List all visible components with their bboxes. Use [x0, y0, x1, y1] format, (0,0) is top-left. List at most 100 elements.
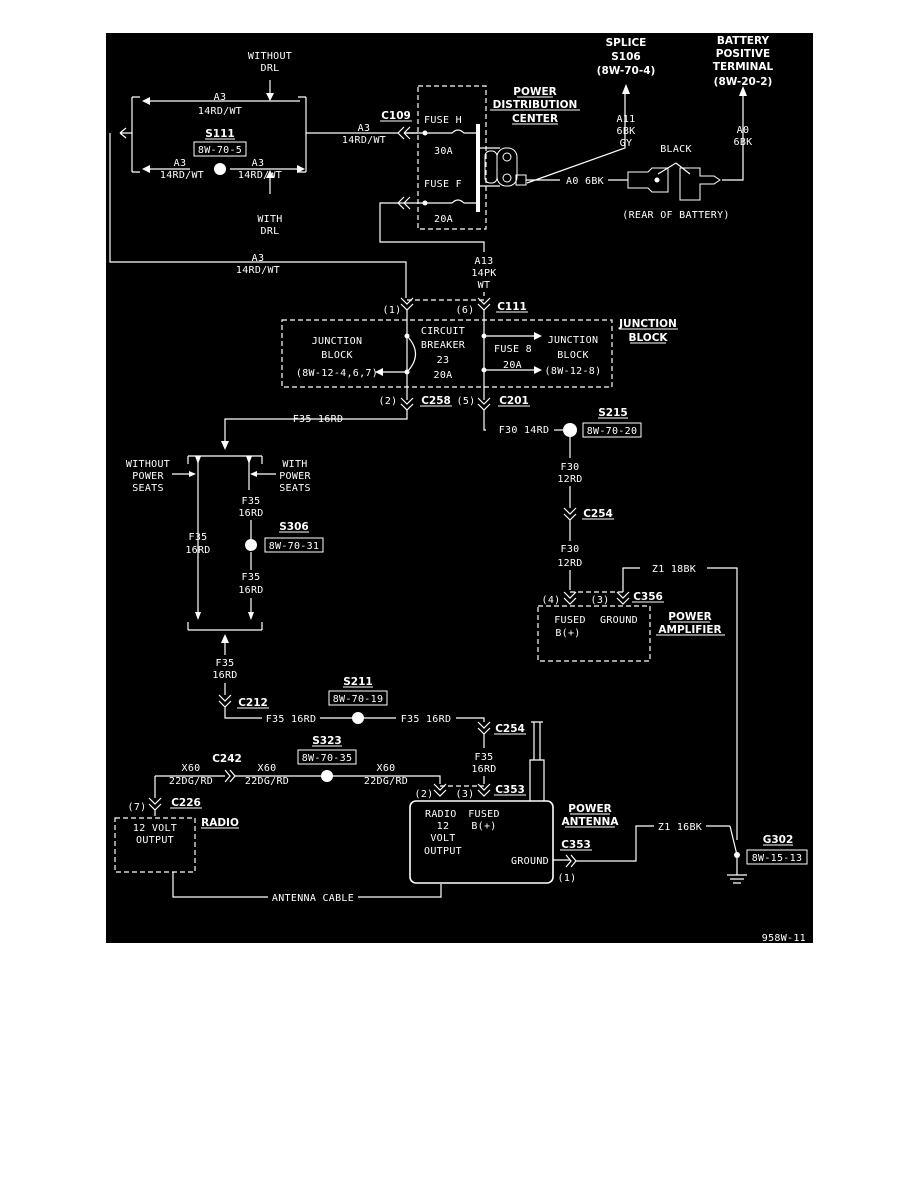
z1-18bk-label: Z1 18BK — [652, 564, 696, 575]
s111-name: S111 — [205, 128, 234, 140]
with-drl-label-2: DRL — [261, 226, 280, 237]
with-power-seats-2: POWER — [279, 471, 311, 482]
fuse-h-label: FUSE H — [424, 115, 462, 126]
f30-lower-2: 12RD — [557, 558, 582, 569]
without-power-seats-3: SEATS — [132, 483, 164, 494]
fuse-8-rating: 20A — [503, 360, 522, 371]
cb-label-3: 23 — [437, 355, 450, 366]
a3-bottom-label-2: 14RD/WT — [236, 265, 280, 276]
pin-1-antenna-label: (1) — [558, 873, 577, 884]
a0-horiz-label: A0 6BK — [566, 176, 604, 187]
x60-right-1: X60 — [377, 763, 396, 774]
fuse-f-label: FUSE F — [424, 179, 462, 190]
x60-right-2: 22DG/RD — [364, 776, 408, 787]
pin-3-amp-label: (3) — [591, 595, 610, 606]
c356-label: C356 — [633, 591, 663, 603]
s111-distribution-box — [109, 80, 407, 298]
black-label: BLACK — [660, 144, 692, 155]
f30-upper-1: F30 — [561, 462, 580, 473]
a13-label-3: WT — [478, 280, 491, 291]
c109-label: C109 — [381, 110, 411, 122]
c201-label: C201 — [499, 395, 529, 407]
antenna-cable-label: ANTENNA CABLE — [272, 893, 354, 904]
with-power-seats-3: SEATS — [279, 483, 311, 494]
c254-lower-label: C254 — [495, 723, 525, 735]
fuse-8-label: FUSE 8 — [494, 344, 532, 355]
a3-top-label-1: A3 — [214, 92, 227, 103]
without-drl-label-2: DRL — [261, 63, 280, 74]
figure-id: 958W-11 — [762, 933, 806, 944]
battery-label-2: POSITIVE — [716, 48, 770, 60]
f35-seat-top-1: F35 — [242, 496, 261, 507]
f30-lower-1: F30 — [561, 544, 580, 555]
c353-top-label: C353 — [495, 784, 525, 796]
s211-ref: 8W-70-19 — [333, 694, 384, 705]
x60-left-1: X60 — [182, 763, 201, 774]
f30-14rd-label: F30 14RD — [499, 425, 550, 436]
f35-16rd-top: F35 16RD — [293, 414, 344, 425]
g302-name: G302 — [763, 834, 794, 846]
jb-right-2: BLOCK — [557, 350, 589, 361]
cb-label-4: 20A — [434, 370, 453, 381]
pin-3-antenna-label: (3) — [456, 789, 475, 800]
radio-box — [114, 817, 196, 873]
c242-label: C242 — [212, 753, 242, 765]
a3-c109-label-2: 14RD/WT — [342, 135, 386, 146]
pdc-title-3: CENTER — [512, 113, 558, 125]
a11-label-2: 6BK — [617, 126, 636, 137]
battery-label-3: TERMINAL — [713, 61, 774, 73]
antenna-radio-4: OUTPUT — [424, 846, 462, 857]
radio-title: RADIO — [201, 817, 239, 829]
jb-left-2: BLOCK — [321, 350, 353, 361]
junction-block — [281, 297, 613, 411]
pin-2-label: (2) — [379, 396, 398, 407]
jb-right-3: (8W-12-8) — [545, 366, 602, 377]
splice-s106-1: SPLICE — [606, 37, 647, 49]
radio-out-2: OUTPUT — [136, 835, 174, 846]
f35-without-2: 16RD — [185, 545, 210, 556]
f35-below-1: F35 — [216, 658, 235, 669]
s211-name: S211 — [343, 676, 372, 688]
pin-5-label: (5) — [457, 396, 476, 407]
a3-right-label-2: 14RD/WT — [238, 170, 282, 181]
c212-label: C212 — [238, 697, 268, 709]
x60-mid-2: 22DG/RD — [245, 776, 289, 787]
amp-fused-1: FUSED — [554, 615, 586, 626]
c254-upper-label: C254 — [583, 508, 613, 520]
antenna-fused-1: FUSED — [468, 809, 500, 820]
a3-top-label-2: 14RD/WT — [198, 106, 242, 117]
jb-left-1: JUNCTION — [312, 336, 363, 347]
c111-label: C111 — [497, 301, 527, 313]
battery-label-4: (8W-20-2) — [714, 76, 773, 88]
cb-label-1: CIRCUIT — [421, 326, 465, 337]
jb-right-1: JUNCTION — [548, 335, 599, 346]
f35-antenna-1: F35 — [475, 752, 494, 763]
pin-7-label: (7) — [128, 802, 147, 813]
without-drl-label-1: WITHOUT — [248, 51, 292, 62]
s215-name: S215 — [598, 407, 627, 419]
c258-label: C258 — [421, 395, 451, 407]
a0-vert-1: A0 — [737, 125, 750, 136]
without-power-seats-1: WITHOUT — [126, 459, 170, 470]
antenna-fused-2: B(+) — [471, 821, 496, 832]
antenna-radio-1: RADIO — [425, 809, 457, 820]
power-seats-box — [172, 455, 276, 655]
pdc-title-1: POWER — [513, 86, 556, 98]
s323-name: S323 — [312, 735, 341, 747]
splice-s106-2: S106 — [611, 51, 640, 63]
s323-ref: 8W-70-35 — [302, 753, 353, 764]
pin-4-label: (4) — [542, 595, 561, 606]
f35-seat-bottom-1: F35 — [242, 572, 261, 583]
f30-upper-2: 12RD — [557, 474, 582, 485]
f35-seat-bottom-2: 16RD — [238, 585, 263, 596]
splice-s106-3: (8W-70-4) — [597, 65, 656, 77]
junction-block-title-1: JUNCTION — [618, 318, 677, 330]
s306-ref: 8W-70-31 — [269, 541, 320, 552]
f35-seat-top-2: 16RD — [238, 508, 263, 519]
antenna-radio-3: VOLT — [430, 833, 455, 844]
cb-label-2: BREAKER — [421, 340, 466, 351]
fuse-h-rating: 30A — [434, 146, 453, 157]
a3-left-label-1: A3 — [174, 158, 187, 169]
a11-label-1: A11 — [617, 114, 636, 125]
junction-block-title-2: BLOCK — [628, 332, 668, 344]
